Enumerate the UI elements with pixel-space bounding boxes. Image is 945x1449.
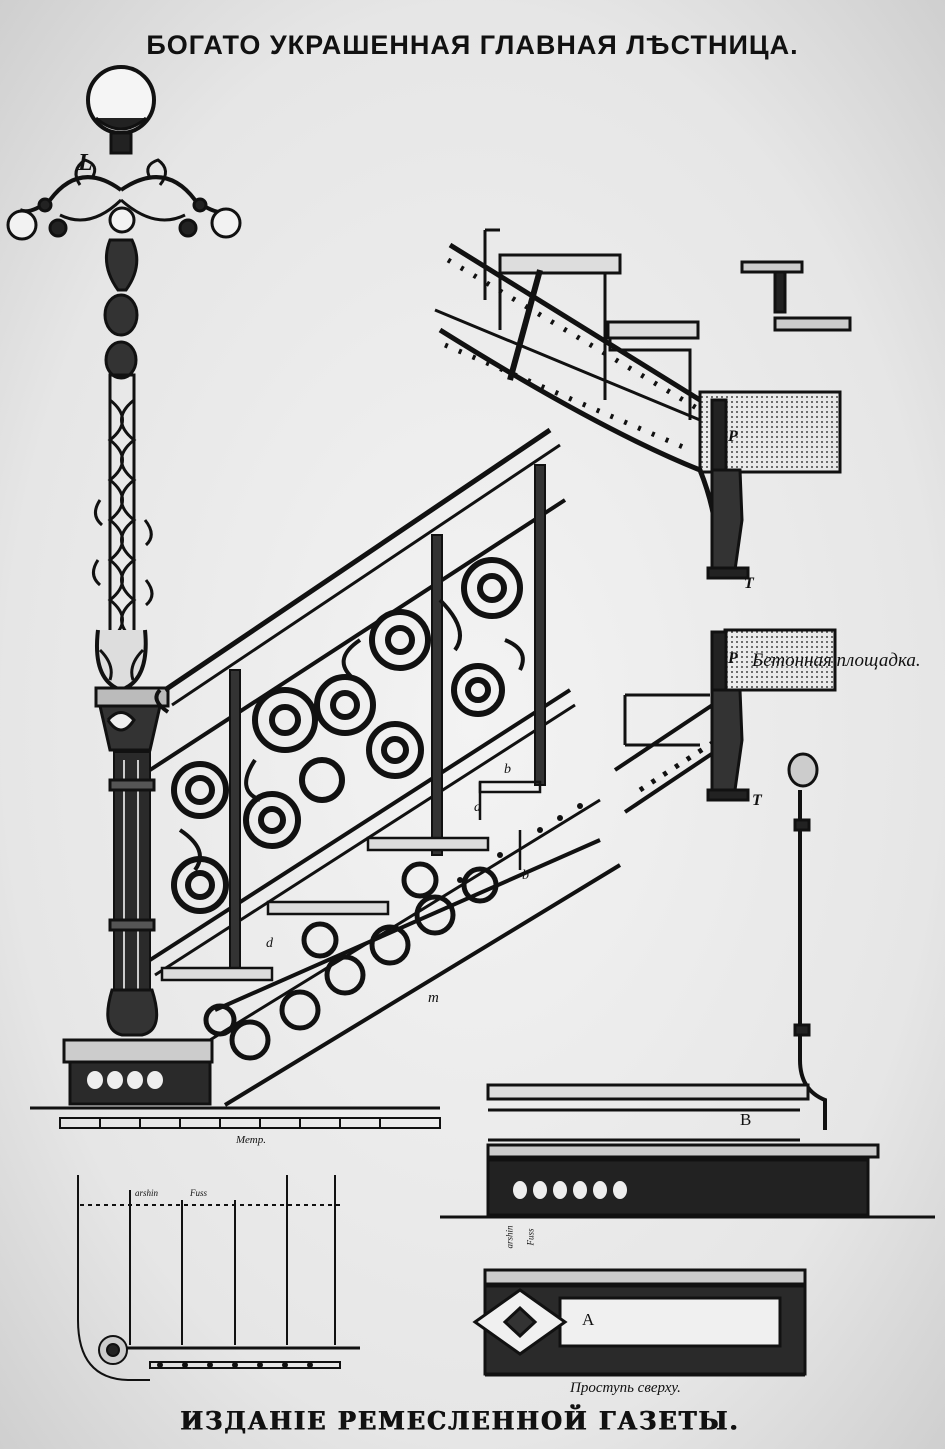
label-stringer-m: m (428, 990, 439, 1006)
publisher-footer: ИЗДАНІЕ РЕМЕСЛЕННОЙ ГАЗЕТЫ. (180, 1405, 740, 1436)
scale-bar (30, 1106, 441, 1129)
tread-caption: Проступь сверху. (570, 1380, 681, 1396)
label-step-b1: b (504, 762, 511, 777)
plan-label-fuss: Fuss (190, 1188, 208, 1198)
page-title: БОГАТО УКРАШЕННАЯ ГЛАВНАЯ ЛѢСТНИЦА. (146, 30, 799, 60)
handrail (148, 427, 576, 977)
label-newel-b: B (740, 1110, 752, 1129)
landing-section (434, 228, 852, 580)
plan-label-arshin: arshin (135, 1188, 159, 1198)
label-joist-bottom: T (744, 575, 754, 592)
newel-detail-b (440, 752, 935, 1219)
tread-label-arshin: arshin (504, 1225, 515, 1249)
label-joist2-bottom: T (752, 792, 762, 809)
scroll-ornament (171, 557, 525, 914)
stringer-rivets (457, 803, 583, 883)
label-step-b2: b (522, 868, 529, 883)
label-step-a: a (474, 800, 481, 815)
scale-caption: Метр. (236, 1134, 266, 1146)
upper-stringer (613, 698, 727, 814)
stair-plan (77, 1175, 360, 1381)
label-tread-a: A (582, 1310, 595, 1329)
stringer (209, 798, 622, 1107)
concrete-landing-section (623, 628, 837, 802)
tread-detail-a (472, 1268, 807, 1377)
label-joist-top: P (728, 428, 738, 445)
label-joist2-top: P (728, 650, 738, 667)
tread-label-fuss: Fuss (525, 1228, 536, 1246)
label-step-d: d (266, 936, 273, 951)
label-concrete-landing: Бетонная площадка. (752, 650, 921, 671)
lamp-newel-post (6, 65, 242, 1106)
label-lamp: L (78, 150, 93, 176)
stringer-ornament (203, 861, 499, 1061)
